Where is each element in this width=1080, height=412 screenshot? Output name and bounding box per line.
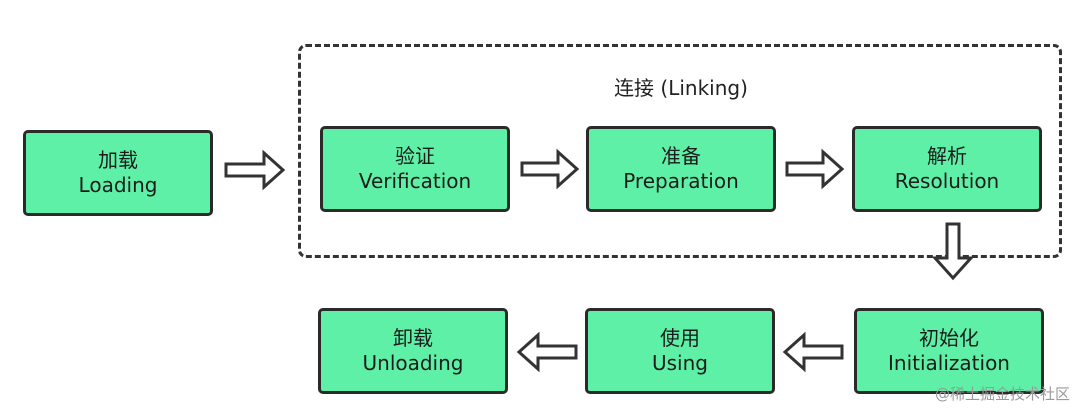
stage-verification-en: Verification: [358, 169, 472, 193]
stage-using-en: Using: [652, 351, 708, 375]
stage-preparation-zh: 准备: [661, 144, 701, 168]
stage-preparation: 准备 Preparation: [586, 126, 776, 212]
watermark: @稀土掘金技术社区: [934, 385, 1070, 403]
arrow-verification-to-preparation: [520, 148, 580, 190]
arrow-using-to-unloading: [516, 331, 578, 373]
arrow-loading-to-verification: [224, 149, 286, 191]
stage-resolution-zh: 解析: [927, 144, 967, 168]
stage-initialization-zh: 初始化: [919, 326, 979, 350]
stage-loading-zh: 加载: [98, 148, 138, 172]
stage-verification-zh: 验证: [395, 144, 435, 168]
stage-verification: 验证 Verification: [320, 126, 510, 212]
stage-using-zh: 使用: [660, 326, 700, 350]
arrow-initialization-to-using: [782, 331, 844, 373]
arrow-preparation-to-resolution: [785, 148, 845, 190]
arrow-resolution-to-initialization: [931, 222, 975, 281]
stage-using: 使用 Using: [585, 308, 775, 394]
stage-resolution-en: Resolution: [894, 169, 1000, 193]
linking-group-box: [298, 44, 1062, 258]
stage-initialization: 初始化 Initialization: [854, 308, 1044, 394]
stage-loading-en: Loading: [78, 173, 158, 197]
stage-preparation-en: Preparation: [623, 169, 739, 193]
linking-group-title: 连接 (Linking): [614, 76, 748, 100]
stage-resolution: 解析 Resolution: [852, 126, 1042, 212]
stage-unloading-zh: 卸载: [393, 326, 433, 350]
stage-unloading: 卸载 Unloading: [318, 308, 508, 394]
stage-initialization-en: Initialization: [888, 351, 1010, 375]
stage-loading: 加载 Loading: [23, 130, 213, 216]
stage-unloading-en: Unloading: [362, 351, 464, 375]
